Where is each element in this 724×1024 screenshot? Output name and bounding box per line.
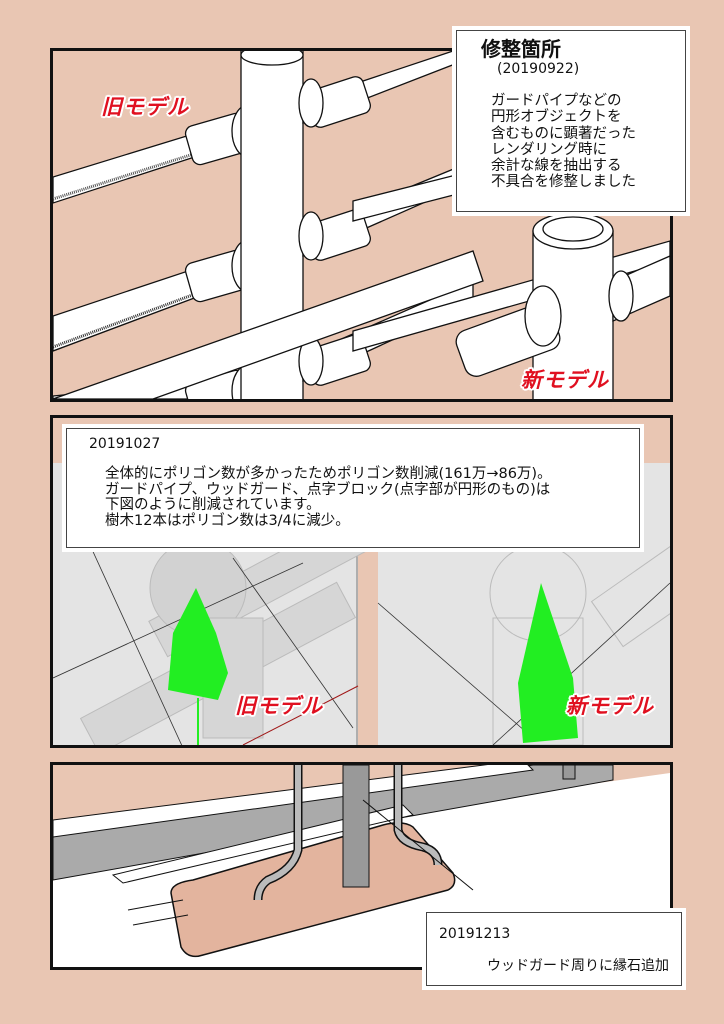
curb-notice-body: ウッドガード周りに縁石追加 — [487, 958, 669, 974]
notice-line: 含むものに顕著だった — [491, 125, 636, 142]
curb-notice-box: 20191213 ウッドガード周りに縁石追加 — [426, 912, 682, 986]
notice-line: 円形オブジェクトを — [491, 109, 622, 126]
guard-pipe-illustration — [53, 51, 670, 399]
new-model-label: 新モデル — [566, 694, 654, 718]
notice-line: ガードパイプなどの — [491, 93, 622, 109]
polygon-notice-body: 全体的にポリゴン数が多かったためポリゴン数削減(161万→86万)。 ガードパイ… — [105, 466, 617, 529]
wood-guard-illustration — [53, 765, 670, 958]
old-model-label: 旧モデル — [235, 694, 323, 718]
fix-notice-date: (20190922) — [497, 61, 580, 77]
old-model-label: 旧モデル — [101, 95, 189, 119]
polygon-notice-date: 20191027 — [89, 436, 161, 452]
notice-line: 不具合を修整しました — [491, 174, 636, 191]
notice-line: レンダリング時に — [491, 141, 607, 158]
fix-notice-box: 修整箇所 (20190922) ガードパイプなどの 円形オブジェクトを 含むもの… — [456, 30, 686, 212]
fix-notice-title: 修整箇所 — [481, 37, 561, 61]
notice-line: 全体的にポリゴン数が多かったためポリゴン数削減(161万→86万)。 — [105, 466, 552, 482]
notice-line: 下図のように削減されています。 — [105, 497, 321, 513]
fix-notice-body: ガードパイプなどの 円形オブジェクトを 含むものに顕著だった レンダリング時に … — [491, 93, 673, 191]
new-model-label: 新モデル — [521, 368, 609, 392]
notice-line: 樹木12本はポリゴン数は3/4に減少。 — [105, 512, 350, 529]
polygon-notice-box: 20191027 全体的にポリゴン数が多かったためポリゴン数削減(161万→86… — [66, 428, 640, 548]
notice-line: 余計な線を抽出する — [491, 158, 622, 175]
notice-line: ガードパイプ、ウッドガード、点字ブロック(点字部が円形のもの)は — [105, 481, 551, 498]
curb-notice-date: 20191213 — [439, 926, 511, 942]
